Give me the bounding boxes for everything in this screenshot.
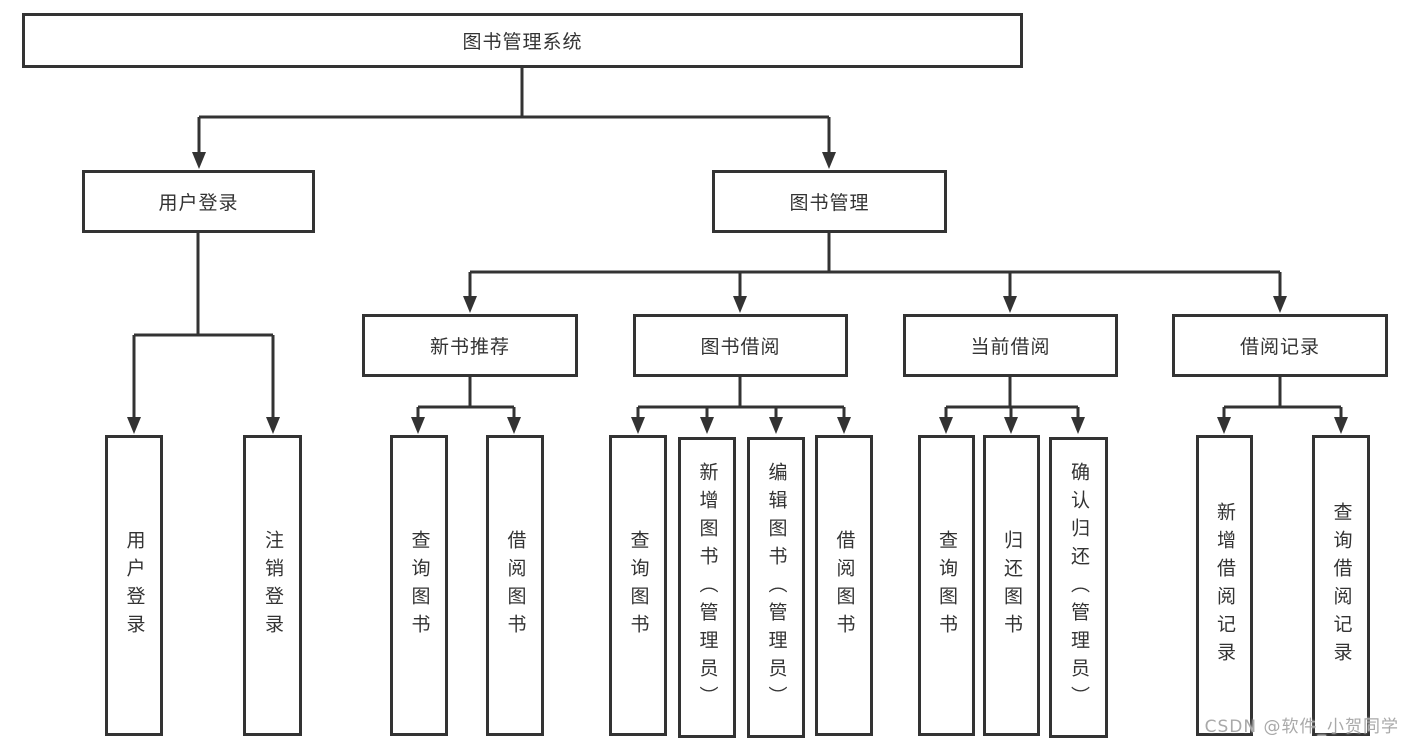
connector-strokes (132, 68, 1343, 420)
leaf-rec-borrow-books: 借阅图书 (486, 435, 544, 736)
node-user-login-label: 用户登录 (158, 192, 239, 214)
leaf-logout: 注销登录 (243, 435, 302, 736)
leaf-bb-edit-books-admin: 编辑图书（管理员） (747, 437, 805, 738)
node-current-borrow-label: 当前借阅 (970, 336, 1051, 358)
leaf-bb-edit-books-admin-label: 编辑图书（管理员） (765, 461, 788, 714)
leaf-cb-query-books: 查询图书 (918, 435, 975, 736)
arrowheads (127, 152, 1348, 434)
node-borrow-records: 借阅记录 (1172, 314, 1388, 377)
node-book-management: 图书管理 (712, 170, 947, 233)
leaf-cb-return-books-label: 归还图书 (1001, 529, 1023, 642)
leaf-bb-query-books-label: 查询图书 (627, 529, 650, 642)
leaf-user-login-label: 用户登录 (123, 529, 146, 642)
leaf-br-query-record-label: 查询借阅记录 (1330, 501, 1353, 670)
leaf-bb-add-books-admin: 新增图书（管理员） (678, 437, 736, 738)
node-user-login: 用户登录 (82, 170, 315, 233)
node-new-book-recommend: 新书推荐 (362, 314, 578, 377)
node-root: 图书管理系统 (22, 13, 1023, 68)
leaf-user-login: 用户登录 (105, 435, 163, 736)
node-book-borrow: 图书借阅 (633, 314, 848, 377)
watermark: CSDN @软件_小贺同学 (1204, 717, 1399, 737)
node-root-label: 图书管理系统 (462, 31, 583, 53)
node-new-book-recommend-label: 新书推荐 (429, 336, 510, 358)
leaf-cb-query-books-label: 查询图书 (936, 529, 958, 642)
leaf-bb-borrow-books-label: 借阅图书 (833, 529, 856, 642)
leaf-rec-query-books: 查询图书 (390, 435, 448, 736)
node-current-borrow: 当前借阅 (903, 314, 1118, 377)
leaf-bb-add-books-admin-label: 新增图书（管理员） (696, 461, 719, 714)
leaf-rec-query-books-label: 查询图书 (408, 529, 431, 642)
node-book-borrow-label: 图书借阅 (700, 336, 781, 358)
node-borrow-records-label: 借阅记录 (1239, 336, 1320, 358)
leaf-cb-confirm-return-admin-label: 确认归还（管理员） (1068, 461, 1090, 714)
leaf-br-add-record-label: 新增借阅记录 (1214, 501, 1236, 670)
leaf-cb-confirm-return-admin: 确认归还（管理员） (1049, 437, 1108, 738)
leaf-br-add-record: 新增借阅记录 (1196, 435, 1253, 736)
leaf-bb-query-books: 查询图书 (609, 435, 667, 736)
leaf-bb-borrow-books: 借阅图书 (815, 435, 873, 736)
leaf-logout-label: 注销登录 (262, 529, 284, 642)
node-book-management-label: 图书管理 (789, 192, 870, 214)
leaf-rec-borrow-books-label: 借阅图书 (504, 529, 527, 642)
leaf-br-query-record: 查询借阅记录 (1312, 435, 1370, 736)
leaf-cb-return-books: 归还图书 (983, 435, 1040, 736)
